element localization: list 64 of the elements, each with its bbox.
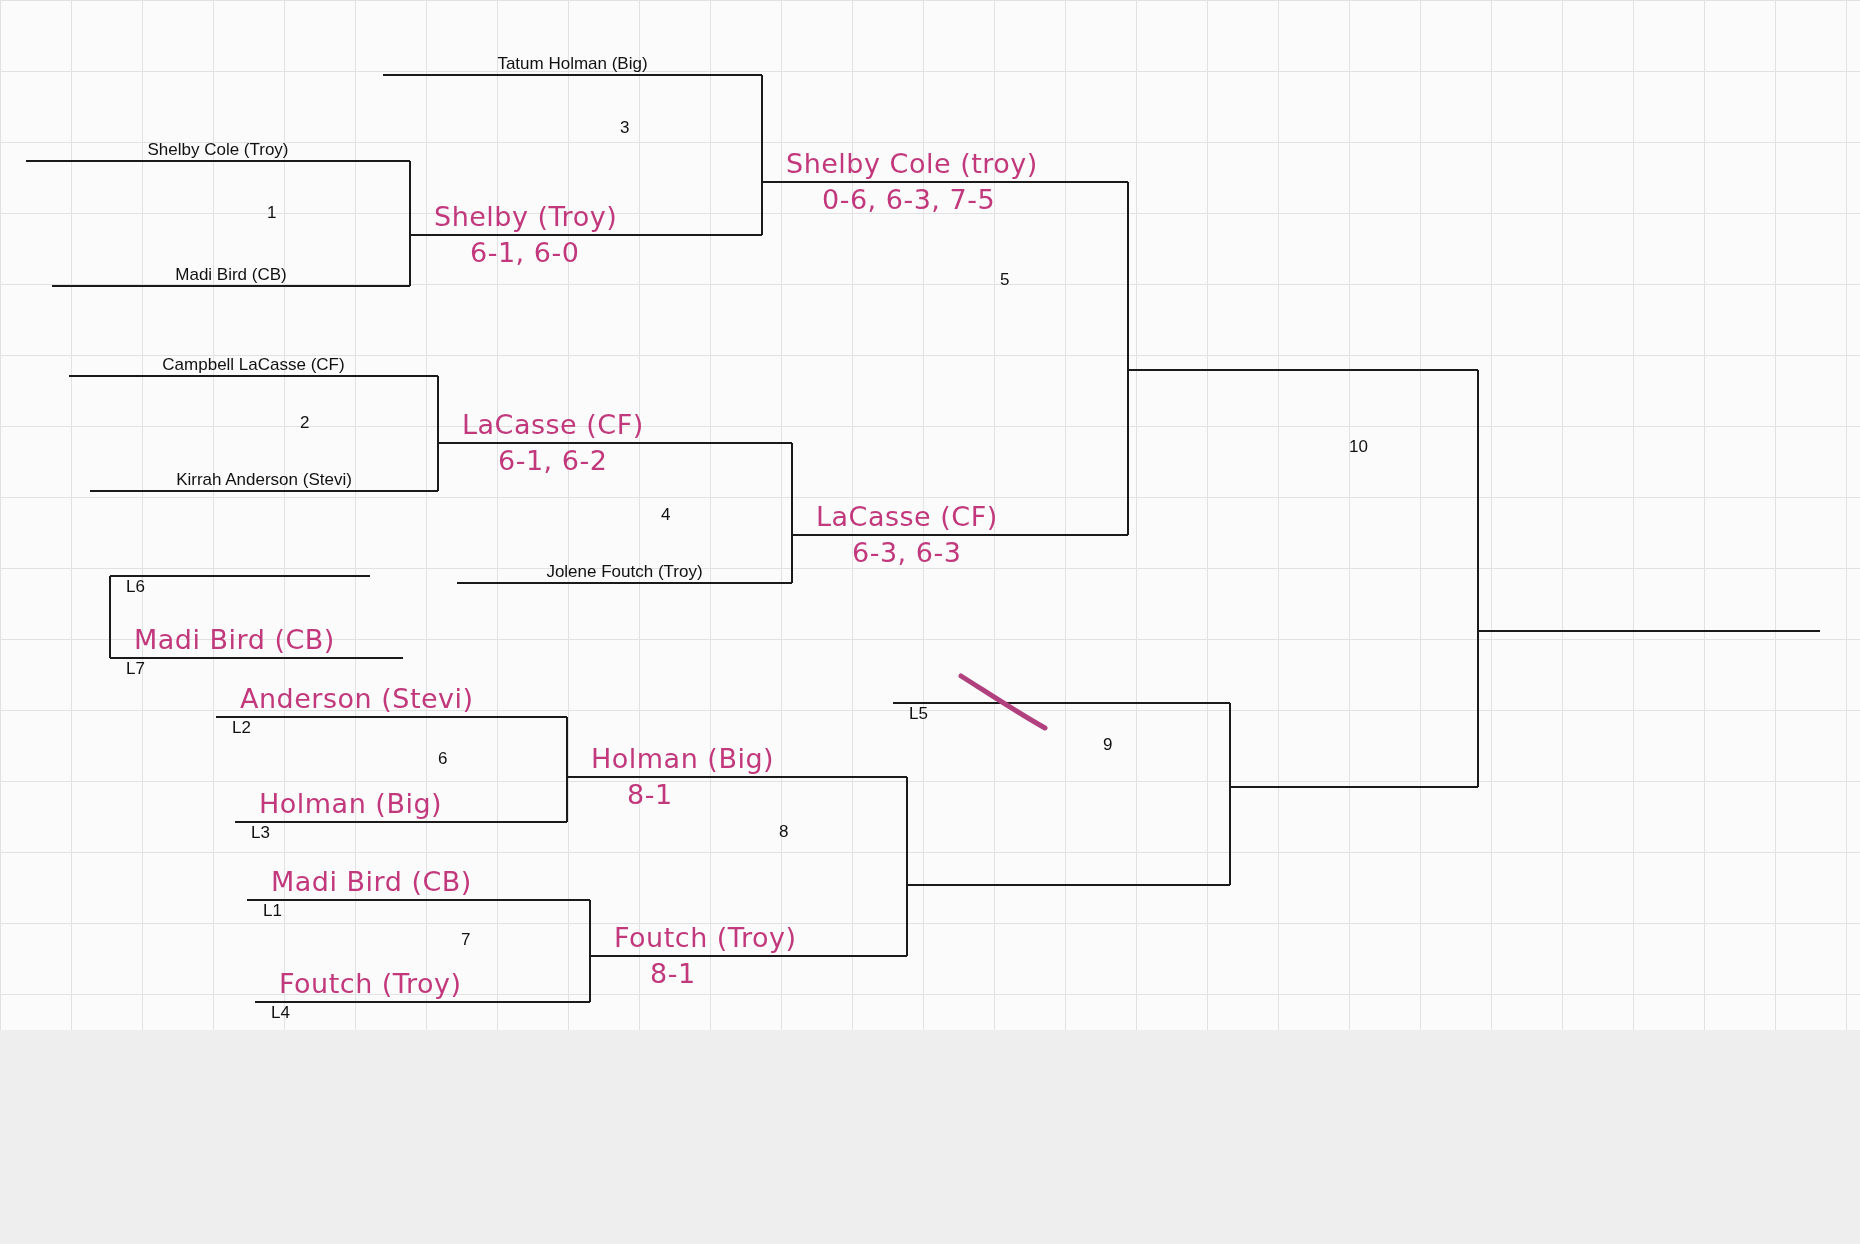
bracket-connector bbox=[566, 716, 568, 778]
bracket-line bbox=[1478, 630, 1820, 632]
bracket-connector bbox=[761, 74, 763, 183]
player-name: Tatum Holman (Big) bbox=[497, 54, 648, 74]
bracket-connector bbox=[1127, 181, 1129, 371]
match-number: 7 bbox=[461, 930, 471, 950]
bracket-connector bbox=[409, 160, 411, 236]
bracket-connector bbox=[906, 776, 908, 886]
match-number: 5 bbox=[1000, 270, 1010, 290]
handwritten-name: Holman (Big) bbox=[259, 787, 443, 821]
match-number: 10 bbox=[1349, 437, 1368, 457]
bracket-connector bbox=[1229, 786, 1231, 886]
match-number: 9 bbox=[1103, 735, 1113, 755]
slot-code: L1 bbox=[263, 901, 282, 921]
bracket-connector bbox=[1127, 369, 1129, 536]
player-name: Shelby Cole (Troy) bbox=[147, 140, 289, 160]
handwritten-name: Shelby Cole (troy) bbox=[786, 147, 1038, 181]
handwritten-name: Anderson (Stevi) bbox=[240, 682, 474, 716]
bracket-connector bbox=[791, 534, 793, 584]
player-name: Jolene Foutch (Troy) bbox=[546, 562, 703, 582]
handwritten-name: Madi Bird (CB) bbox=[271, 865, 472, 899]
handwritten-score: 6-1, 6-2 bbox=[498, 444, 608, 478]
player-name: Campbell LaCasse (CF) bbox=[162, 355, 345, 375]
bracket-connector bbox=[437, 442, 439, 492]
handwritten-name: Holman (Big) bbox=[591, 742, 775, 776]
handwritten-score: 8-1 bbox=[627, 778, 673, 812]
bracket-connector bbox=[1477, 369, 1479, 632]
bracket-line bbox=[1128, 369, 1478, 371]
slot-code: L2 bbox=[232, 718, 251, 738]
slot-code: L4 bbox=[271, 1003, 290, 1023]
match-number: 4 bbox=[661, 505, 671, 525]
handwritten-score: 6-3, 6-3 bbox=[852, 536, 962, 570]
bracket-connector bbox=[437, 375, 439, 444]
bracket-connector bbox=[566, 776, 568, 823]
bracket-connector bbox=[589, 899, 591, 957]
match-number: 1 bbox=[267, 203, 277, 223]
handwritten-name: Shelby (Troy) bbox=[434, 200, 618, 234]
handwritten-name: LaCasse (CF) bbox=[816, 500, 998, 534]
player-name: Madi Bird (CB) bbox=[175, 265, 287, 285]
bracket-connector bbox=[791, 442, 793, 536]
match-number: 3 bbox=[620, 118, 630, 138]
handwritten-name: Foutch (Troy) bbox=[279, 967, 462, 1001]
handwritten-name: LaCasse (CF) bbox=[462, 408, 644, 442]
match-number: 6 bbox=[438, 749, 448, 769]
bracket-connector bbox=[589, 955, 591, 1003]
handwritten-name: Foutch (Troy) bbox=[614, 921, 797, 955]
bracket-line bbox=[907, 884, 1230, 886]
slot-code: L5 bbox=[909, 704, 928, 724]
bracket-line bbox=[1230, 786, 1478, 788]
bracket-connector bbox=[906, 884, 908, 957]
slot-code: L7 bbox=[126, 659, 145, 679]
match-number: 8 bbox=[779, 822, 789, 842]
bracket-connector bbox=[109, 575, 111, 659]
handwritten-score: 8-1 bbox=[650, 957, 696, 991]
bracket-connector bbox=[409, 234, 411, 287]
slot-code: L6 bbox=[126, 577, 145, 597]
match-number: 2 bbox=[300, 413, 310, 433]
handwritten-name: Madi Bird (CB) bbox=[134, 623, 335, 657]
player-name: Kirrah Anderson (Stevi) bbox=[176, 470, 352, 490]
slot-code: L3 bbox=[251, 823, 270, 843]
bracket-connector bbox=[1229, 702, 1231, 788]
handwritten-score: 6-1, 6-0 bbox=[470, 236, 580, 270]
bracket-connector bbox=[1477, 630, 1479, 788]
handwritten-score: 0-6, 6-3, 7-5 bbox=[822, 183, 996, 217]
